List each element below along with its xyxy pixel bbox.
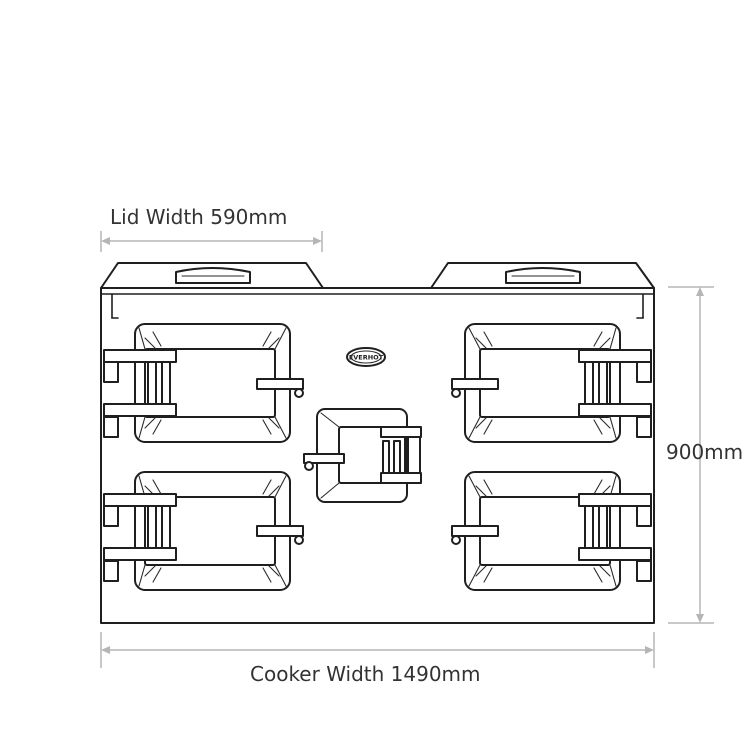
height-dimension [668, 286, 714, 624]
right-hotplate-lid [430, 262, 655, 289]
brand-badge-text: EVERHOT [349, 354, 384, 362]
brand-badge: EVERHOT [346, 347, 386, 367]
cooker-width-dimension [100, 632, 655, 668]
cooker-width-label: Cooker Width 1490mm [250, 662, 481, 686]
left-hotplate-lid [100, 262, 324, 289]
lid-width-dimension [100, 231, 323, 252]
lid-width-label: Lid Width 590mm [110, 205, 288, 229]
firebox-door [303, 408, 422, 503]
height-label: 900mm [666, 440, 744, 464]
